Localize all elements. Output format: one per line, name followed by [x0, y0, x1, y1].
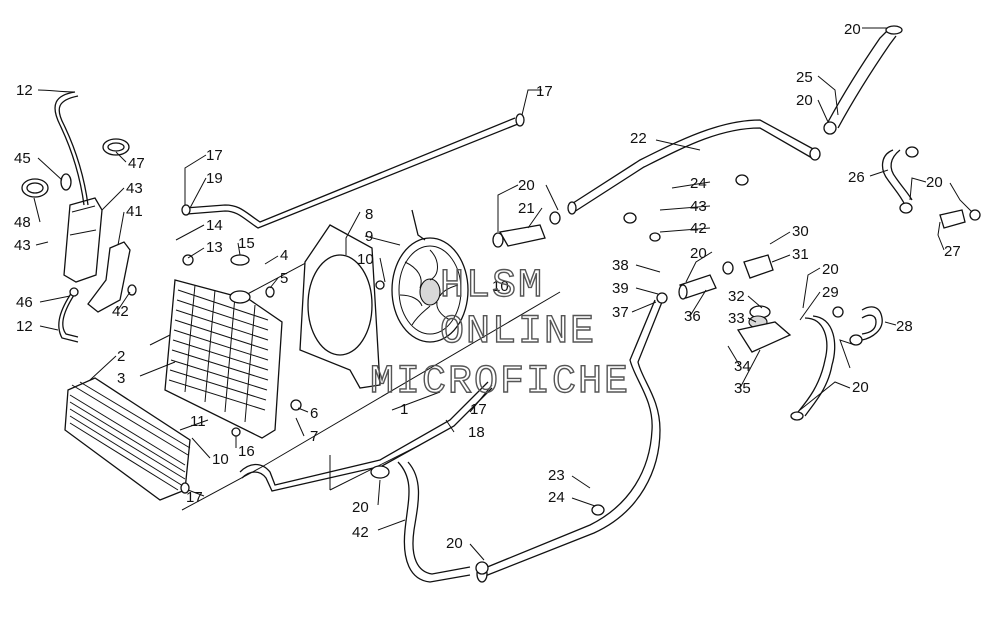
- callout-17-mid: 17: [470, 401, 487, 418]
- callout-42-bracket: 42: [112, 303, 129, 320]
- callout-25: 25: [796, 69, 813, 86]
- callout-28: 28: [896, 318, 913, 335]
- callout-30: 30: [792, 223, 809, 240]
- callout-21: 21: [518, 200, 535, 217]
- clamp-rings: [21, 138, 130, 198]
- callout-3: 3: [117, 370, 125, 387]
- overflow-bottle: [54, 91, 103, 283]
- callout-42-clip: 42: [690, 220, 707, 237]
- callout-15: 15: [238, 235, 255, 252]
- cooling-fan: [391, 209, 469, 343]
- callout-20-e: 20: [690, 245, 707, 262]
- fasteners: [69, 146, 981, 575]
- callout-20-g: 20: [852, 379, 869, 396]
- hose-25: [823, 25, 903, 135]
- watermark: HLSM ONLINE MICROFICHE: [369, 263, 630, 405]
- callout-34: 34: [734, 358, 751, 375]
- callout-29: 29: [822, 284, 839, 301]
- callout-20-i: 20: [446, 535, 463, 552]
- fan-shroud: [299, 224, 381, 389]
- callout-32: 32: [728, 288, 745, 305]
- hose-40: [370, 461, 471, 583]
- callout-24-lower: 24: [548, 489, 565, 506]
- callout-10-shroud: 10: [357, 251, 374, 268]
- hose-22: [567, 119, 821, 215]
- callout-5: 5: [280, 270, 288, 287]
- callout-14: 14: [206, 217, 223, 234]
- thermostat-housing: [678, 254, 792, 353]
- callout-18: 18: [468, 424, 485, 441]
- callout-23: 23: [548, 467, 565, 484]
- small-hoses: [861, 149, 966, 341]
- callout-13: 13: [206, 239, 223, 256]
- watermark-line-1: HLSM: [440, 264, 544, 309]
- callout-31: 31: [792, 246, 809, 263]
- callout-37: 37: [612, 304, 629, 321]
- overflow-hose-lower: [58, 291, 79, 343]
- callout-48: 48: [14, 214, 31, 231]
- hose-18: [239, 381, 493, 492]
- callout-2: 2: [117, 348, 125, 365]
- leader-lines: [33, 27, 973, 561]
- callout-17-lower: 17: [186, 489, 203, 506]
- callout-12-upper: 12: [16, 82, 33, 99]
- hose-29: [790, 315, 836, 421]
- watermark-line-2: ONLINE: [440, 310, 596, 355]
- callout-22: 22: [630, 130, 647, 147]
- callout-17-upper: 17: [206, 147, 223, 164]
- hose-21: [492, 211, 561, 248]
- callout-labels: 1 2 3 4 5 6 7 8 9 10 10 10 11 12 12 13 1…: [14, 21, 961, 552]
- callout-9: 9: [365, 228, 373, 245]
- callout-39: 39: [612, 280, 629, 297]
- callout-20-d: 20: [926, 174, 943, 191]
- callout-6: 6: [310, 405, 318, 422]
- callout-10-fan: 10: [492, 278, 509, 295]
- callout-12-lower: 12: [16, 318, 33, 335]
- callout-47: 47: [128, 155, 145, 172]
- callout-7: 7: [310, 428, 318, 445]
- callout-43-left: 43: [14, 237, 31, 254]
- callout-8: 8: [365, 206, 373, 223]
- watermark-line-3: MICROFICHE: [370, 360, 630, 405]
- hose-19: [184, 113, 525, 229]
- callout-38: 38: [612, 257, 629, 274]
- radiator: [164, 279, 283, 439]
- callout-41: 41: [126, 203, 143, 220]
- callout-26: 26: [848, 169, 865, 186]
- callout-33: 33: [728, 310, 745, 327]
- callout-10-cooler: 10: [212, 451, 229, 468]
- oil-cooler: [64, 377, 191, 501]
- callout-41-top: 43: [126, 180, 143, 197]
- callout-45: 45: [14, 150, 31, 167]
- callout-20-f: 20: [822, 261, 839, 278]
- callout-20-a: 20: [844, 21, 861, 38]
- callout-43-right: 43: [690, 198, 707, 215]
- bottle-bracket: [87, 241, 131, 313]
- callout-27: 27: [944, 243, 961, 260]
- callout-20-h: 20: [352, 499, 369, 516]
- callout-4: 4: [280, 247, 288, 264]
- callout-20-c: 20: [518, 177, 535, 194]
- callout-1: 1: [400, 401, 408, 418]
- callout-19: 19: [206, 170, 223, 187]
- callout-36: 36: [684, 308, 701, 325]
- callout-11: 11: [190, 413, 206, 430]
- callout-20-b: 20: [796, 92, 813, 109]
- callout-46: 46: [16, 294, 33, 311]
- callout-40-label-alt: 42: [352, 524, 369, 541]
- callout-17-top: 17: [536, 83, 553, 100]
- callout-24-upper: 24: [690, 175, 707, 192]
- callout-16: 16: [238, 443, 255, 460]
- callout-35: 35: [734, 380, 751, 397]
